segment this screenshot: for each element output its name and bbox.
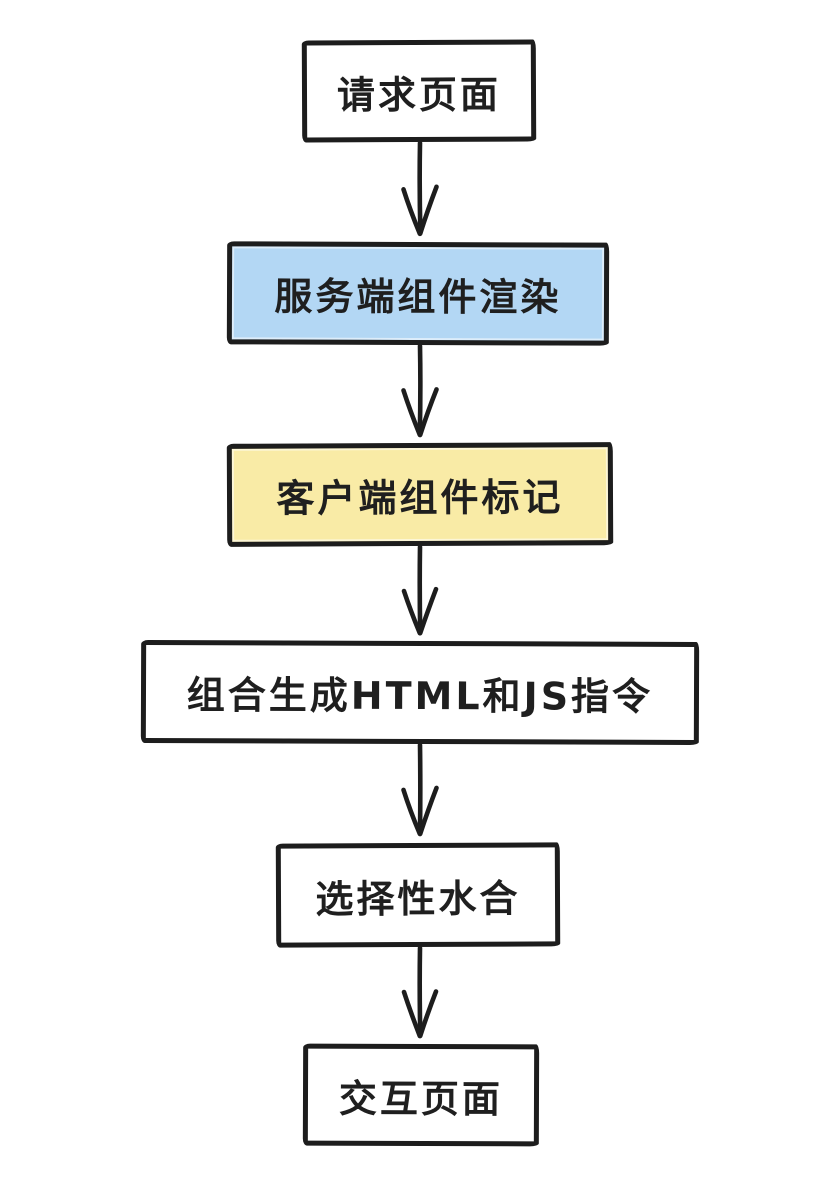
flow-arrow-down-icon bbox=[390, 141, 450, 244]
node-server-component-render: 服务端组件渲染 bbox=[226, 241, 610, 346]
node-selective-hydration: 选择性水合 bbox=[275, 842, 561, 948]
node-interactive-page: 交互页面 bbox=[302, 1043, 540, 1147]
flow-arrow-down-icon bbox=[390, 946, 450, 1046]
node-combine-html-js: 组合生成HTML和JS指令 bbox=[140, 640, 700, 745]
flow-arrow-down-icon bbox=[390, 545, 450, 643]
flow-arrow-down-icon bbox=[390, 344, 450, 445]
node-request-page: 请求页面 bbox=[301, 39, 537, 143]
node-client-component-mark: 客户端组件标记 bbox=[226, 442, 614, 547]
flow-arrow-down-icon bbox=[390, 743, 450, 844]
